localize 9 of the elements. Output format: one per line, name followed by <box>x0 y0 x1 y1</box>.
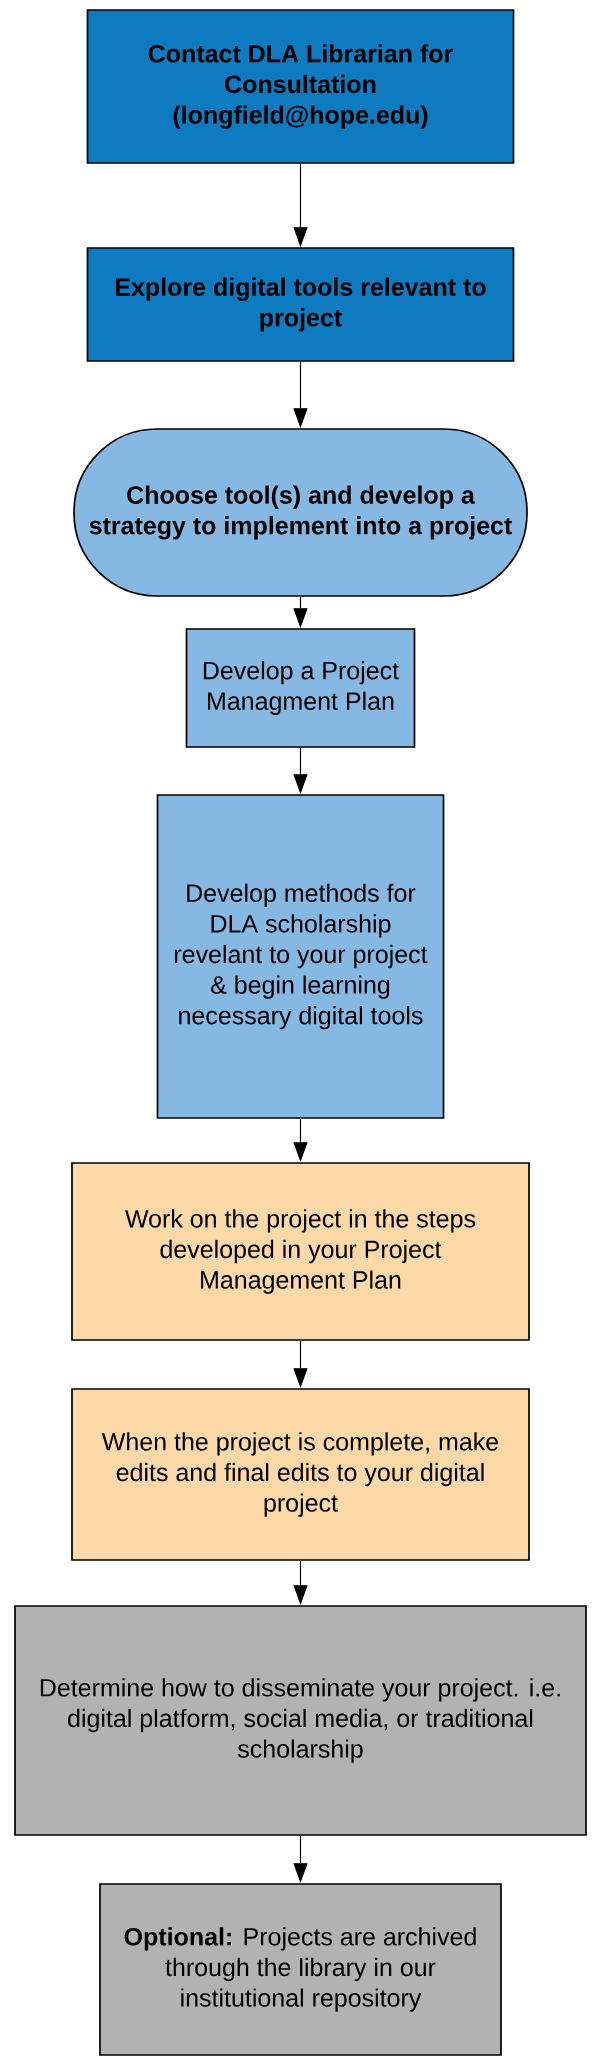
process-box: Contact DLA Librarian for Consultation (longfield@hope.edu) <box>86 9 515 164</box>
process-box: Optional: Projects are archived through the library in our institutional repository <box>99 1883 502 2056</box>
process-box: Develop methods for DLA scholarship revelant to your project & begin learning necessary digital tools <box>156 794 445 1119</box>
process-box: Determine how to disseminate your project. i.e. digital platform, social media, or traditional scholarship <box>14 1605 587 1836</box>
process-box: Develop a Project Managment Plan <box>185 628 416 748</box>
process-box: Work on the project in the steps developed in your Project Management Plan <box>71 1162 530 1341</box>
process-box: When the project is complete, make edits and final edits to your digital project <box>71 1388 530 1561</box>
process-box: Explore digital tools relevant to project <box>86 247 515 362</box>
rounded-box: Choose tool(s) and develop a strategy to implement into a project <box>73 428 528 597</box>
